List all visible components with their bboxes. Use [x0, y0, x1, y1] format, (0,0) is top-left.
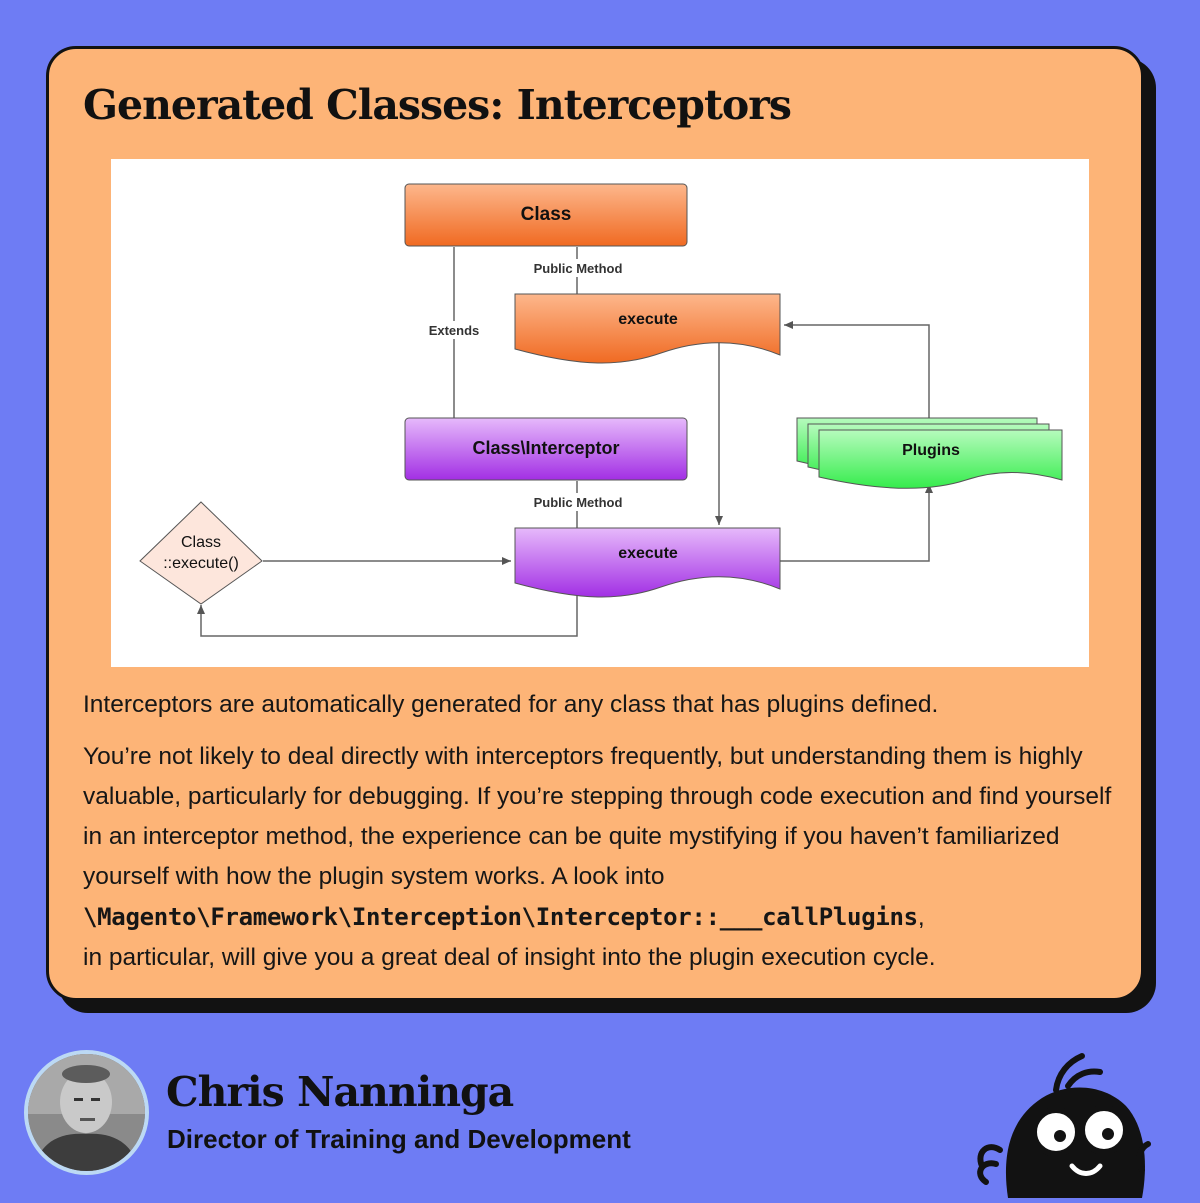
author-title: Director of Training and Development	[167, 1124, 631, 1154]
execute-top-node	[514, 293, 781, 364]
execute-return-arrow	[197, 591, 578, 637]
decision-label-line2: ::execute()	[163, 555, 239, 572]
decision-label-line1: Class	[181, 534, 221, 551]
content-card: Generated Classes: Interceptors	[46, 46, 1144, 1001]
paragraph-2-end: in particular, will give you a great dea…	[83, 944, 936, 971]
edge-label-extends: Extends	[429, 323, 480, 338]
body-text: Interceptors are automatically generated…	[83, 685, 1123, 978]
page-title: Generated Classes: Interceptors	[83, 81, 792, 129]
decision-node	[139, 501, 263, 605]
plugins-node-label: Plugins	[902, 442, 960, 459]
avatar-photo-icon	[28, 1054, 145, 1171]
class-node	[404, 183, 688, 247]
execute-to-plugins-arrow	[780, 484, 933, 562]
avatar	[24, 1050, 149, 1175]
code-trailing-comma: ,	[917, 904, 925, 931]
author-name: Chris Nanninga	[166, 1068, 514, 1116]
interceptor-node	[404, 417, 688, 481]
interceptor-node-label: Class\Interceptor	[472, 438, 619, 458]
code-reference: \Magento\Framework\Interception\Intercep…	[83, 903, 918, 931]
class-node-label: Class	[521, 204, 572, 225]
diagram-svg: Class execute Class\Interceptor execute …	[139, 183, 1063, 637]
execute-top-label: execute	[618, 311, 678, 328]
paragraph-1: Interceptors are automatically generated…	[83, 691, 939, 718]
edge-label-public-method-top: Public Method	[534, 261, 623, 276]
execute-bottom-node	[514, 527, 781, 598]
edge-label-public-method-bottom: Public Method	[534, 495, 623, 510]
interceptor-diagram: Class execute Class\Interceptor execute …	[111, 159, 1089, 667]
paragraph-2-text: You’re not likely to deal directly with …	[83, 743, 1112, 890]
plugins-to-execute-arrow	[784, 321, 930, 421]
paragraph-2: You’re not likely to deal directly with …	[83, 737, 1123, 978]
plugins-node	[796, 417, 1063, 489]
bird-with-glasses-logo-icon	[972, 1048, 1152, 1203]
execute-bottom-label: execute	[618, 545, 678, 562]
